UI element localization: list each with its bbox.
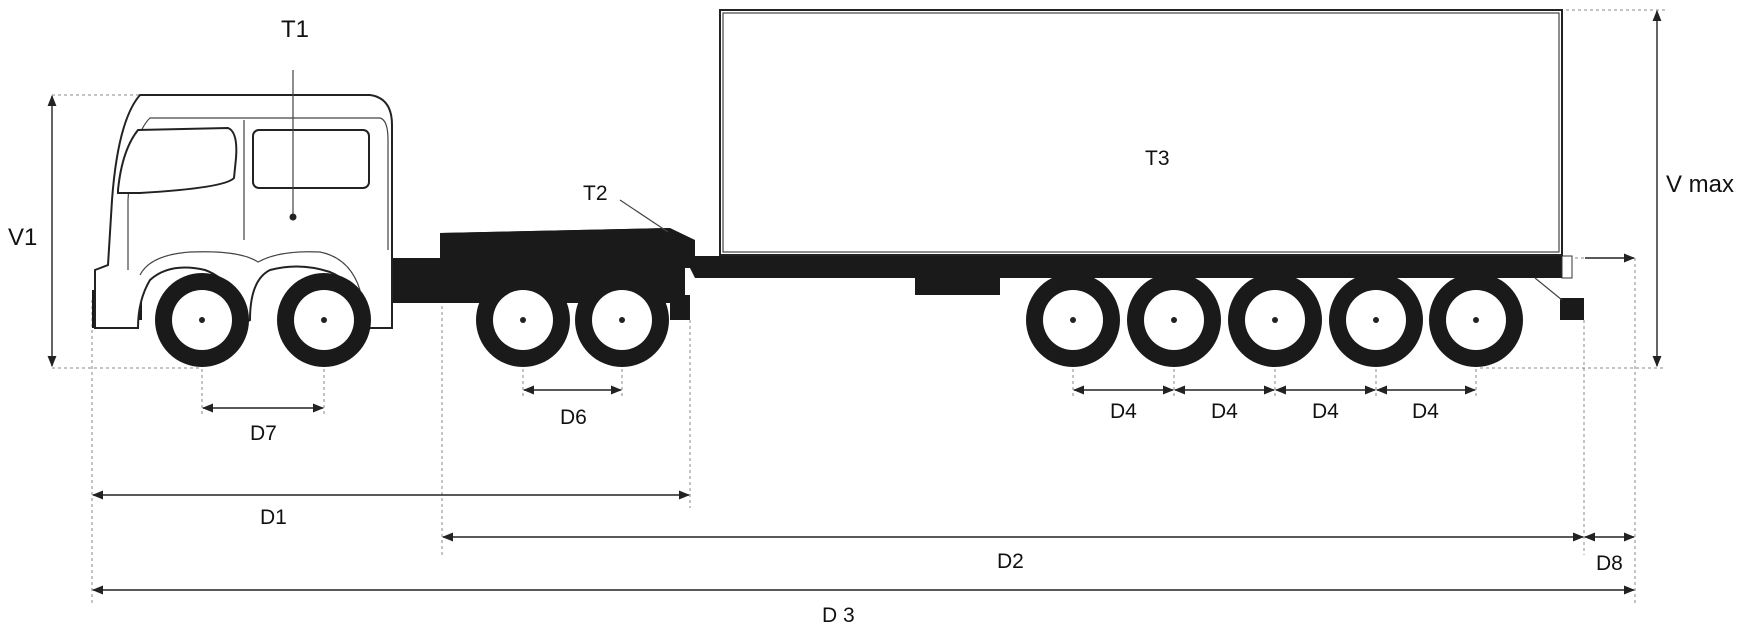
- label-d2: D2: [997, 550, 1024, 573]
- label-t3: T3: [1145, 147, 1170, 170]
- label-d4-3: D4: [1312, 400, 1339, 423]
- trailer-wheel-1: [1026, 273, 1120, 367]
- semi-trailer: [440, 9, 1584, 320]
- labels: T1 T2 T3 V1 V max D7 D6 D4 D4 D4 D4 D1 D…: [8, 16, 1734, 627]
- tractor-cab: [94, 70, 393, 329]
- trailer-wheel-2: [1127, 273, 1221, 367]
- dimension-lines: [47, 9, 1662, 595]
- tractor-rear-wheel: [277, 273, 371, 367]
- trailer-wheel-5: [1429, 273, 1523, 367]
- cab-window-left: [117, 126, 238, 194]
- label-t2: T2: [583, 182, 608, 205]
- dolly-wheel-2: [575, 273, 669, 367]
- dolly-wheel-1: [476, 273, 570, 367]
- label-d4-1: D4: [1110, 400, 1137, 423]
- label-t1: T1: [281, 16, 309, 43]
- label-d7: D7: [250, 422, 277, 445]
- label-v1: V1: [8, 224, 37, 251]
- wheels: [155, 273, 1523, 367]
- label-d6: D6: [560, 406, 587, 429]
- label-d3: D 3: [822, 604, 855, 627]
- trailer-wheel-4: [1329, 273, 1423, 367]
- trailer-wheel-3: [1228, 273, 1322, 367]
- t2-leader: [619, 199, 669, 233]
- label-d4-4: D4: [1412, 400, 1439, 423]
- cab-window-right: [252, 129, 370, 189]
- label-d1: D1: [260, 506, 287, 529]
- label-vmax: V max: [1666, 171, 1734, 198]
- label-d8: D8: [1596, 552, 1623, 575]
- container-box: [719, 9, 1563, 256]
- label-d4-2: D4: [1211, 400, 1238, 423]
- tractor-front-wheel: [155, 273, 249, 367]
